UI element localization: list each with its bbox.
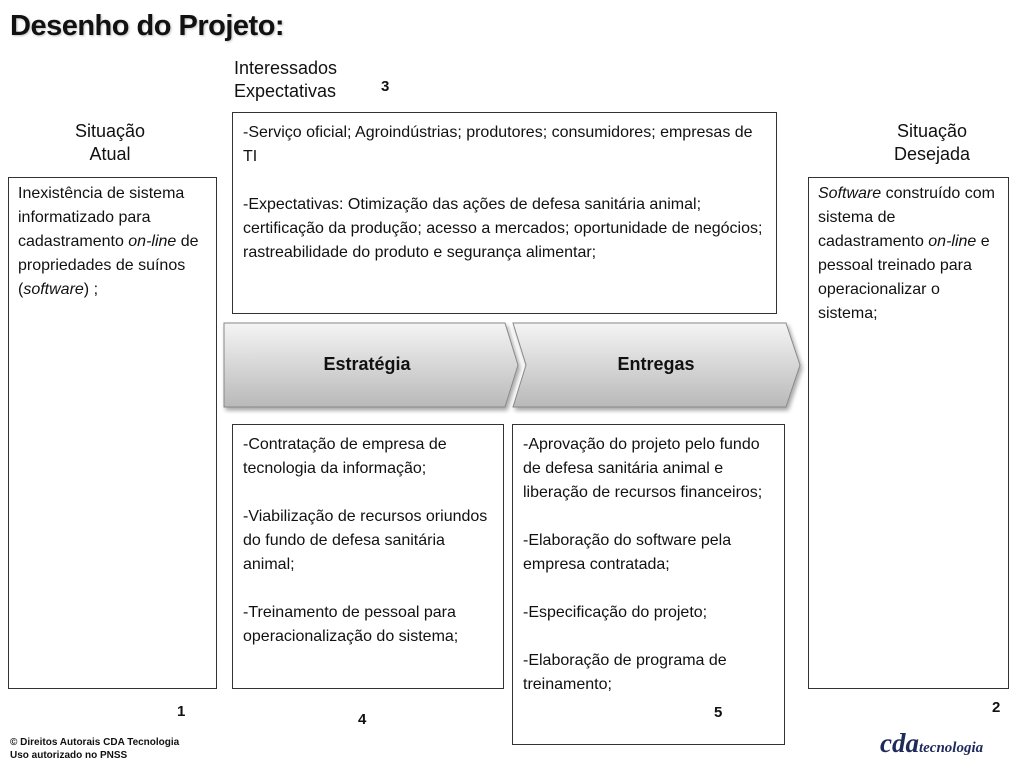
desired-situation-box: Software construído com sistema de cadas… <box>808 177 1009 689</box>
logo-secondary: tecnologia <box>918 740 984 756</box>
strategy-item: -Treinamento de pessoal para operacional… <box>243 604 459 645</box>
usage-line: Uso autorizado no PNSS <box>10 750 128 761</box>
strategy-item: -Contratação de empresa de tecnologia da… <box>243 436 447 477</box>
current-situation-box: Inexistência de sistema informatizado pa… <box>8 177 217 689</box>
deliverables-item: -Elaboração do software pela empresa con… <box>523 532 732 573</box>
stakeholders-heading: Interessados Expectativas <box>234 57 337 103</box>
desired-situation-text-1: construído com sistema de cadastramento <box>818 185 995 250</box>
current-situation-heading-line2: Atual <box>89 144 131 164</box>
stakeholders-number: 3 <box>381 78 390 95</box>
deliverables-box: -Aprovação do projeto pelo fundo de defe… <box>512 424 785 745</box>
deliverables-number: 5 <box>714 704 723 721</box>
current-situation-heading-line1: Situação <box>74 121 146 141</box>
strategy-label: Estratégia <box>323 354 411 374</box>
copyright-footer: © Direitos Autorais CDA Tecnologia Uso a… <box>10 736 179 762</box>
strategy-arrow-shape <box>223 322 519 408</box>
strategy-number: 4 <box>358 711 367 728</box>
cda-logo: cdatecnologia <box>880 728 983 759</box>
current-situation-text-1: Inexistência de sistema informatizado pa… <box>18 185 185 250</box>
deliverables-item: -Aprovação do projeto pelo fundo de defe… <box>523 436 763 501</box>
current-situation-text-2: de propriedades de suínos ( <box>18 233 199 298</box>
deliverables-item: -Elaboração de programa de treinamento; <box>523 652 727 693</box>
desired-situation-text-2: e pessoal treinado para operacionalizar … <box>818 233 990 322</box>
stakeholders-box: -Serviço oficial; Agroindústrias; produt… <box>232 112 777 314</box>
current-situation-number: 1 <box>177 703 186 720</box>
strategy-box: -Contratação de empresa de tecnologia da… <box>232 424 504 689</box>
desired-situation-heading-line1: Situação <box>896 121 968 141</box>
stakeholders-heading-line1: Interessados <box>234 58 338 78</box>
current-situation-text-italic-1: on-line <box>128 233 177 250</box>
logo-primary: cda <box>880 728 919 758</box>
page-title: Desenho do Projeto: <box>10 10 285 42</box>
desired-situation-heading: Situação Desejada <box>862 120 1002 166</box>
current-situation-heading: Situação Atual <box>40 120 180 166</box>
desired-situation-text-italic-1: Software <box>818 185 882 202</box>
stakeholders-heading-line2: Expectativas <box>234 81 337 101</box>
current-situation-text-3: ) ; <box>83 281 99 298</box>
desired-situation-heading-line2: Desejada <box>893 144 971 164</box>
desired-situation-text-italic-2: on-line <box>928 233 977 250</box>
process-arrows <box>223 322 801 408</box>
current-situation-text-italic-2: software <box>23 281 84 298</box>
deliverables-arrow-shape <box>512 322 801 408</box>
deliverables-label: Entregas <box>617 354 695 374</box>
desired-situation-number: 2 <box>992 699 1001 716</box>
copyright-line: © Direitos Autorais CDA Tecnologia <box>10 737 180 748</box>
strategy-item: -Viabilização de recursos oriundos do fu… <box>243 508 488 573</box>
stakeholders-paragraph-1: -Serviço oficial; Agroindústrias; produt… <box>243 124 753 165</box>
deliverables-item: -Especificação do projeto; <box>523 604 708 621</box>
stakeholders-paragraph-2: -Expectativas: Otimização das ações de d… <box>243 196 763 261</box>
